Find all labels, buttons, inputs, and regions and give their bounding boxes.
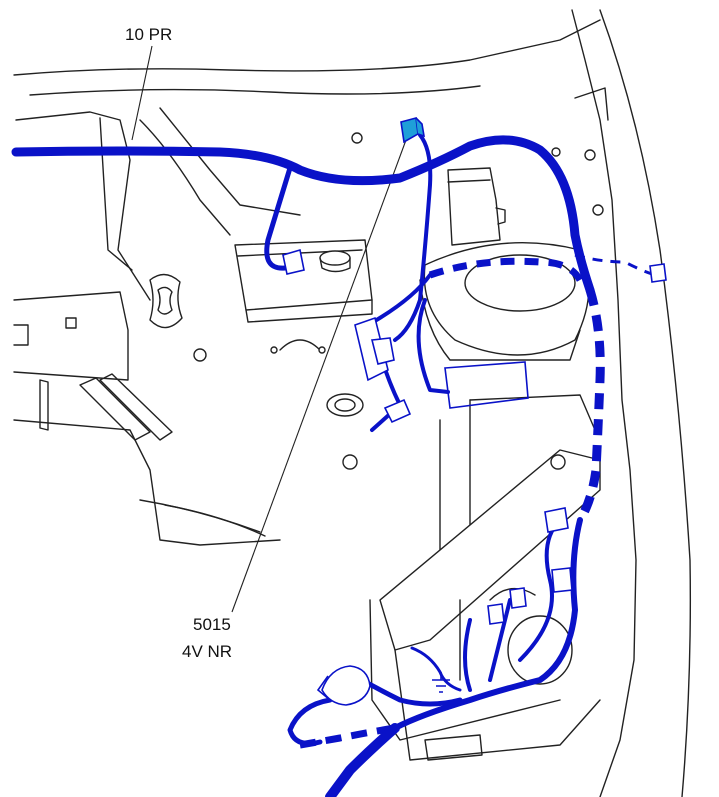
connector-lead — [359, 677, 463, 707]
lamp-connector-4 — [487, 603, 505, 625]
harness-ref-label: 10 PR — [125, 25, 172, 44]
main-harness-trunk — [11, 135, 595, 295]
vehicle-body — [13, 9, 692, 797]
junction-box — [444, 361, 529, 409]
fender-harness-dashed — [576, 288, 605, 523]
connector-code-label: 5015 — [193, 615, 231, 634]
wiring-harness — [11, 133, 653, 797]
lamp-branch-3 — [463, 618, 472, 692]
connector-desc-label: 4V NR — [182, 642, 232, 661]
lower-harness — [392, 517, 583, 731]
bottom-exit — [325, 723, 400, 797]
left-loop — [287, 697, 333, 746]
leader-connector — [231, 139, 407, 613]
headlamp-branch — [518, 518, 562, 662]
connector-icon — [400, 116, 426, 144]
leader-harness — [131, 45, 153, 141]
shock-tower-harness-dashed — [428, 257, 584, 282]
labels: 10 PR 5015 4V NR — [125, 25, 232, 661]
lamp-connector-2 — [551, 567, 573, 593]
components — [282, 116, 667, 706]
connector-branch — [393, 133, 433, 342]
leader-lines — [131, 45, 407, 613]
right-connector-branch — [574, 253, 653, 276]
ground-branch — [410, 646, 462, 692]
tower-loop-branch — [416, 298, 450, 394]
battery-connector — [282, 248, 305, 275]
battery-branch — [264, 165, 293, 271]
lamp-connector-1 — [544, 507, 569, 533]
bulb-holder — [321, 665, 371, 706]
relay-cluster — [354, 316, 412, 424]
connector-5015 — [400, 116, 419, 144]
right-connector — [649, 263, 667, 283]
ground-icon — [432, 672, 450, 693]
lamp-connector-3 — [509, 587, 527, 609]
lamp-branch-2 — [488, 598, 512, 682]
